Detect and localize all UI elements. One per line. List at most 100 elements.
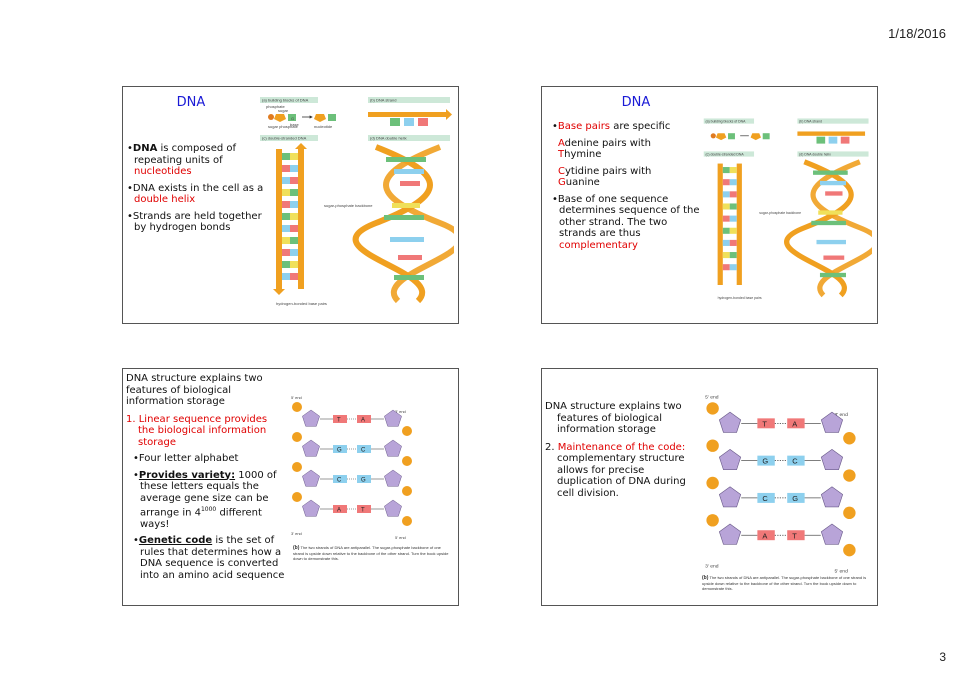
sub-four-letter: •Four letter alphabet bbox=[133, 453, 239, 464]
base-left bbox=[333, 415, 347, 423]
slide-body: •Base pairs are specific Adenine pairs w… bbox=[552, 121, 702, 256]
phosphate-right bbox=[402, 486, 412, 496]
slide-dna-structure: DNA •DNA is composed of repeating units … bbox=[122, 86, 459, 324]
svg-text:sugar-phosphate backbone: sugar-phosphate backbone bbox=[759, 211, 801, 215]
double-helix bbox=[352, 144, 454, 304]
base-left-letter: C bbox=[337, 478, 342, 484]
fig-label-a: (a) building blocks of DNA bbox=[262, 98, 309, 103]
slide-information-storage-1: DNA structure explains two features of b… bbox=[122, 368, 459, 606]
base-right-letter: T bbox=[792, 531, 797, 540]
slide-body: DNA structure explains two features of b… bbox=[126, 373, 286, 586]
phosphate-right bbox=[402, 516, 412, 526]
phosphate-right bbox=[843, 543, 856, 557]
sugar-right bbox=[820, 486, 844, 508]
base-left bbox=[333, 475, 347, 483]
figure-caption: (b) The two strands of DNA are antiparal… bbox=[293, 545, 449, 561]
base-right bbox=[357, 415, 371, 423]
phosphate-left bbox=[706, 402, 719, 415]
bullet-hydrogen-bonds: •Strands are held together by hydrogen b… bbox=[127, 210, 262, 234]
base-left-letter: C bbox=[762, 494, 768, 503]
base-right-letter: A bbox=[792, 419, 797, 428]
phosphate-left bbox=[292, 462, 302, 472]
sugar-left bbox=[718, 449, 742, 471]
svg-text:sugar phosphate: sugar phosphate bbox=[268, 124, 299, 129]
base-right bbox=[357, 505, 371, 513]
base-left bbox=[757, 418, 775, 429]
svg-text:hydrogen-bonded base pairs: hydrogen-bonded base pairs bbox=[276, 301, 327, 306]
sugar-right bbox=[820, 411, 844, 433]
base-right-letter: C bbox=[792, 457, 798, 466]
slide-base-pairs: DNA •Base pairs are specific Adenine pai… bbox=[541, 86, 878, 324]
phosphate-left bbox=[706, 476, 719, 490]
figure-caption: (b) The two strands of DNA are antiparal… bbox=[702, 575, 867, 591]
phosphate-left bbox=[292, 432, 302, 442]
phosphate-right bbox=[402, 426, 412, 436]
fig-label-b: (b) DNA strand bbox=[370, 98, 396, 103]
base-right-letter: G bbox=[792, 494, 798, 503]
svg-text:(b) DNA strand: (b) DNA strand bbox=[799, 119, 822, 123]
base-right bbox=[787, 530, 805, 541]
fig-label-d: (d) DNA double helix bbox=[370, 136, 407, 141]
phosphate-left bbox=[706, 514, 719, 527]
header-date: 1/18/2016 bbox=[888, 26, 946, 41]
sugar-left bbox=[302, 409, 320, 427]
sugar-right bbox=[820, 449, 844, 471]
slide-body: DNA structure explains two features of b… bbox=[545, 401, 695, 504]
base-left bbox=[757, 455, 775, 466]
base-left-letter: G bbox=[762, 457, 768, 466]
sugar-left bbox=[302, 439, 320, 457]
svg-text:(d) DNA double helix: (d) DNA double helix bbox=[799, 152, 831, 156]
sugar-left bbox=[718, 523, 742, 545]
base-left-letter: T bbox=[337, 418, 341, 424]
phosphate-left bbox=[292, 402, 302, 412]
base-left-letter: A bbox=[337, 508, 341, 514]
svg-text:G: G bbox=[291, 116, 294, 121]
base-right-letter: C bbox=[361, 448, 366, 454]
svg-text:(a) building blocks of DNA: (a) building blocks of DNA bbox=[705, 119, 746, 123]
dna-figure: (a) building blocks of DNA (b) DNA stran… bbox=[258, 95, 454, 317]
base-right bbox=[787, 418, 805, 429]
base-left-letter: G bbox=[337, 448, 342, 454]
phosphate-right bbox=[402, 456, 412, 466]
sugar-right bbox=[384, 469, 402, 487]
base-right-letter: G bbox=[361, 478, 366, 484]
sub-genetic-code: •Genetic code is the set of rules that d… bbox=[133, 535, 285, 581]
sugar-left bbox=[302, 469, 320, 487]
point-maintenance: 2. Maintenance of the code: complementar… bbox=[545, 441, 686, 499]
base-left-letter: T bbox=[762, 419, 767, 428]
label-3-end: 3' end bbox=[834, 412, 848, 418]
base-right bbox=[357, 445, 371, 453]
sugar-right bbox=[820, 523, 844, 545]
phosphate-right bbox=[843, 432, 856, 445]
base-right bbox=[357, 475, 371, 483]
slide-information-storage-2: DNA structure explains two features of b… bbox=[541, 368, 878, 606]
svg-text:sugar-phosphate backbone: sugar-phosphate backbone bbox=[324, 203, 373, 208]
bullet-double-helix: •DNA exists in the cell as a double heli… bbox=[127, 182, 264, 206]
phosphate-left bbox=[706, 439, 719, 452]
slide-intro: DNA structure explains two features of b… bbox=[126, 373, 263, 407]
sugar-left bbox=[302, 499, 320, 517]
phosphate-right bbox=[843, 506, 856, 520]
bullet-complementary: •Base of one sequence determines sequenc… bbox=[552, 193, 700, 251]
bullet-composition: •DNA is composed of repeating units of n… bbox=[127, 143, 237, 177]
sugar-right bbox=[384, 439, 402, 457]
svg-text:base: base bbox=[290, 122, 299, 127]
base-right bbox=[787, 455, 805, 466]
base-right-letter: A bbox=[361, 418, 365, 424]
base-pair-ladder bbox=[282, 153, 298, 280]
point-linear-sequence: 1. Linear sequence provides the biologic… bbox=[126, 413, 268, 448]
svg-text:phosphate: phosphate bbox=[266, 104, 285, 109]
base-left bbox=[333, 445, 347, 453]
label-3-end: 3' end bbox=[291, 531, 302, 536]
base-left bbox=[757, 492, 775, 503]
fig-label-c: (c) double-stranded DNA bbox=[262, 136, 307, 141]
sugar-right bbox=[384, 409, 402, 427]
base-left-letter: A bbox=[762, 531, 767, 540]
label-5-end: 5' end bbox=[395, 535, 406, 540]
label-5-end: 5' end bbox=[705, 394, 719, 400]
label-3-end: 3' end bbox=[705, 564, 719, 570]
slide-intro: DNA structure explains two features of b… bbox=[545, 401, 682, 435]
label-3-end: 3' end bbox=[395, 409, 406, 414]
